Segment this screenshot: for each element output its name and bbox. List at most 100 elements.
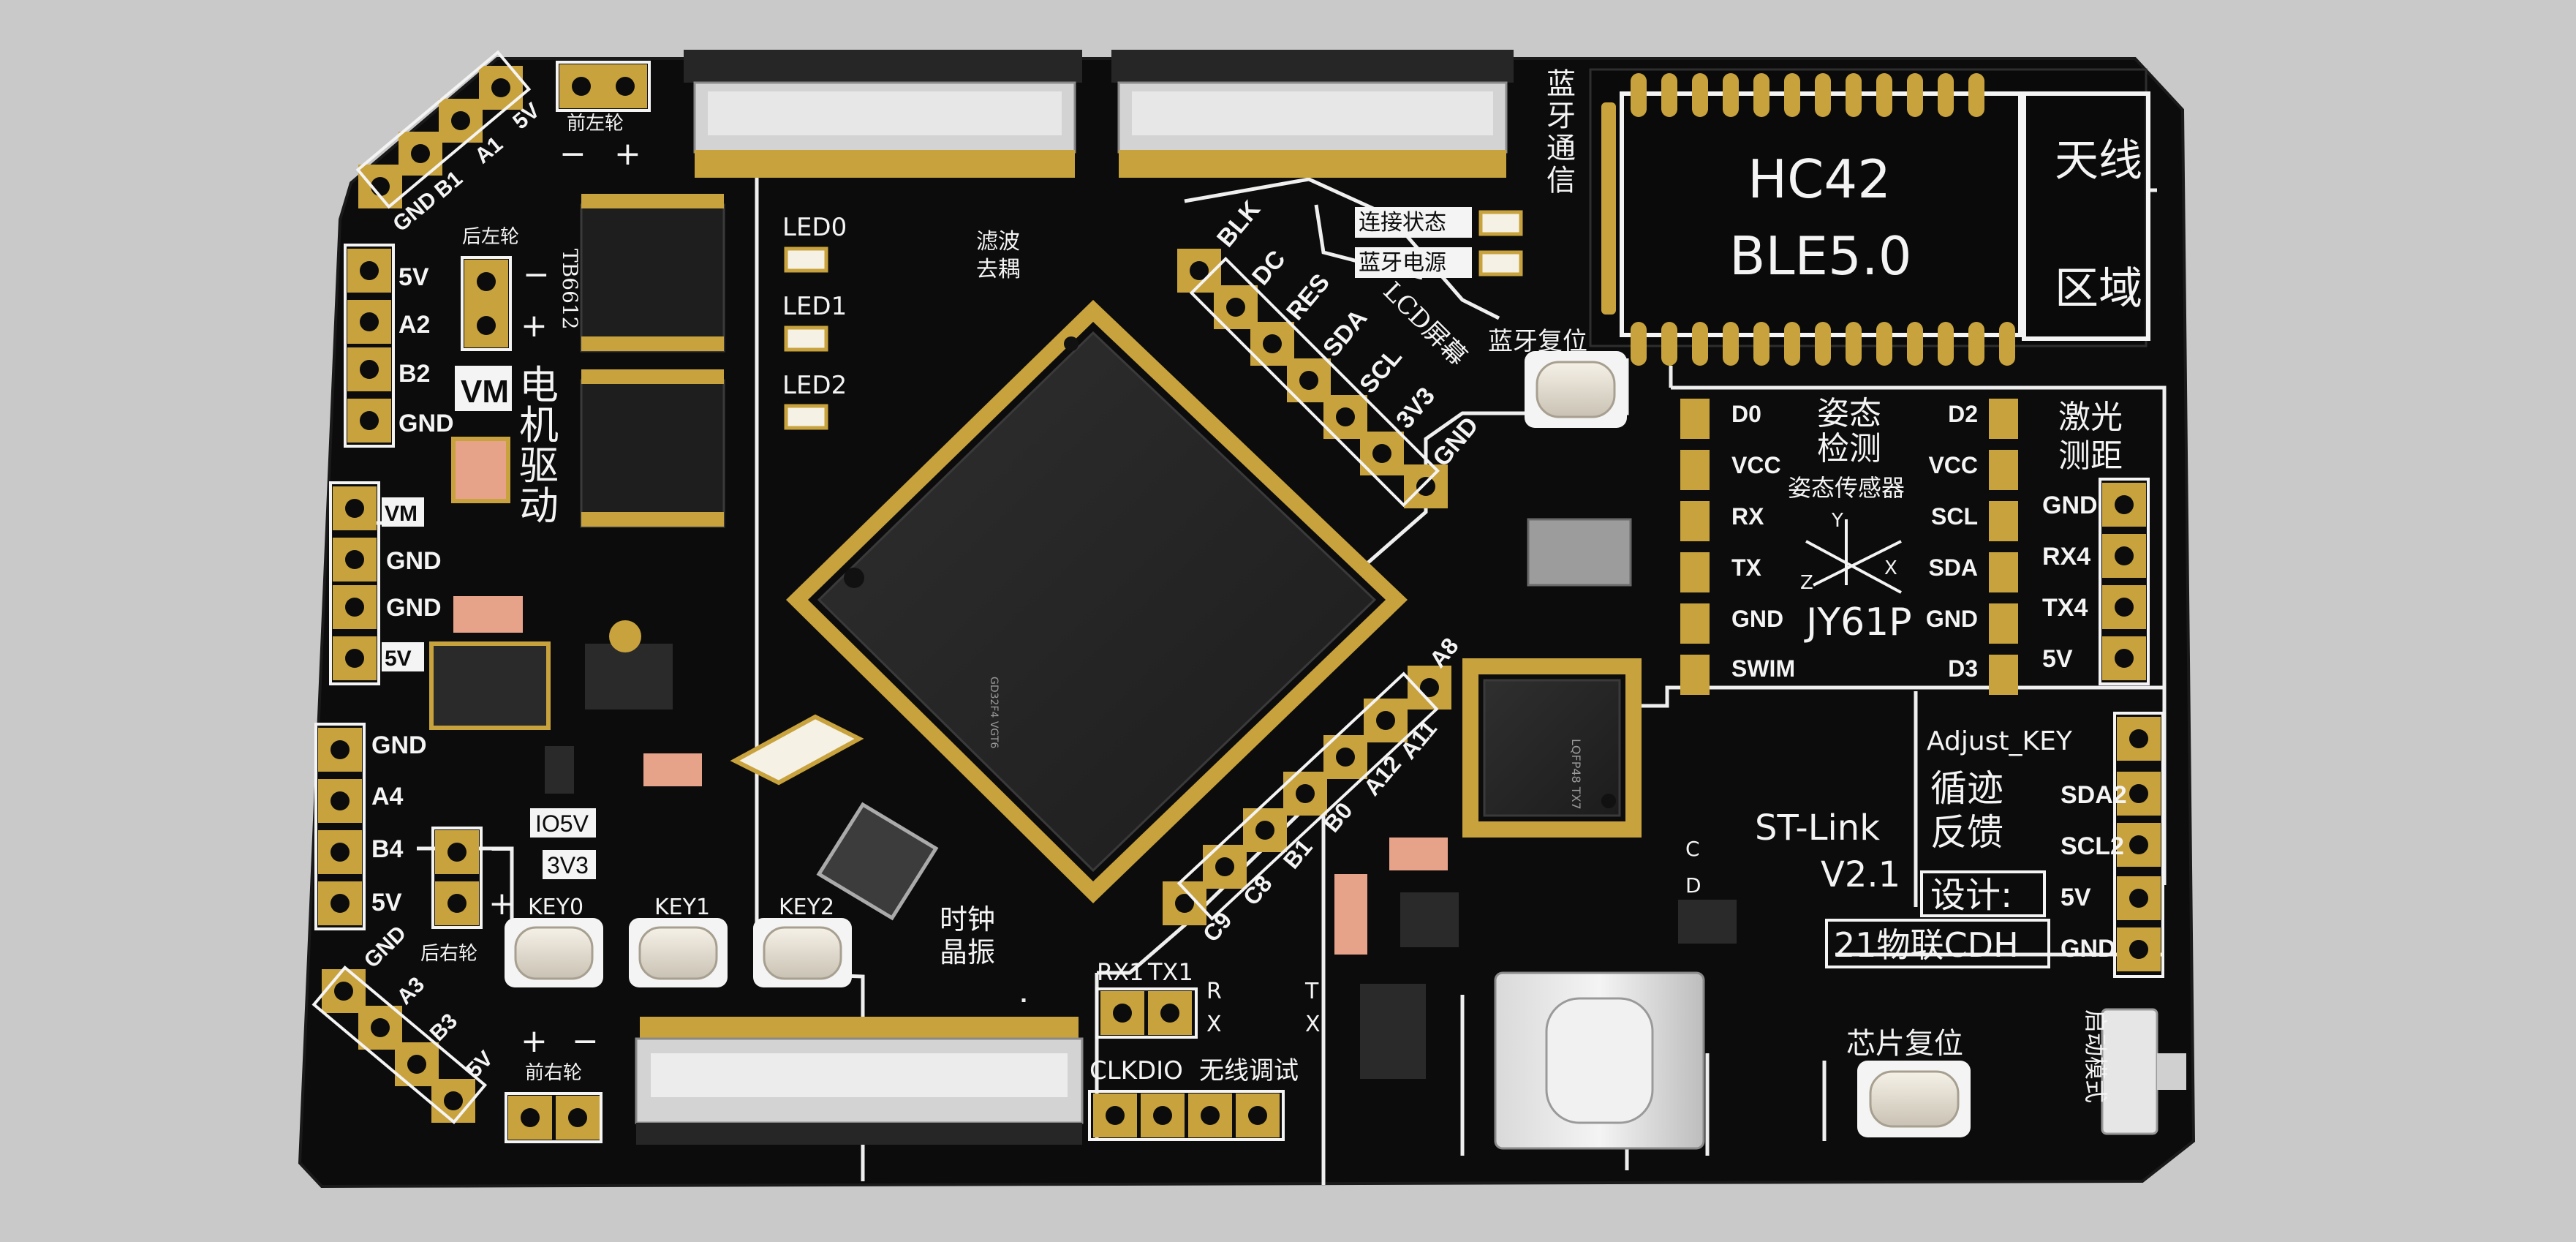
header-lcd-frame	[1189, 257, 1440, 508]
designer-box	[1825, 919, 2050, 968]
stlink-ic-marking: LQFP48 TX7	[1569, 739, 1583, 810]
header-swd-pad	[1141, 1094, 1185, 1137]
pin-label-imu-left: RX	[1731, 503, 1764, 530]
pin-label-imu-left: SWIM	[1731, 655, 1795, 682]
header-track-pad	[2117, 772, 2161, 816]
header-rear-left-pad	[464, 304, 508, 347]
header-power-pad	[333, 585, 377, 629]
key0-button[interactable]	[505, 918, 603, 987]
pin-label-imu-right: VCC	[1928, 452, 1978, 478]
pin-label-left-low: A4	[371, 783, 404, 810]
pin-label-imu-left: TX	[1731, 554, 1762, 581]
tx1-label: TX1	[1147, 958, 1193, 986]
motor-driver-4: 动	[519, 483, 559, 529]
attitude-2: 检测	[1817, 430, 1881, 467]
boot-mode-switch[interactable]	[2101, 1008, 2186, 1135]
designer-label: 21物联CDH	[1834, 925, 2019, 965]
header-left-mid-pad	[347, 300, 391, 344]
header-power-frame	[329, 481, 380, 685]
front-left-wheel-label: 前左轮	[567, 113, 624, 135]
header-uart-pad	[1100, 991, 1144, 1035]
pin-label-imu-right: SCL	[1931, 503, 1978, 530]
antenna-2: 区域	[2055, 263, 2142, 315]
filter-label-2: 去耦	[976, 257, 1020, 282]
header-rear-left-pad	[464, 260, 508, 304]
key2-label: KEY2	[779, 895, 834, 920]
header-laser-pad	[2102, 636, 2146, 680]
pin-label-power: GND	[386, 594, 442, 622]
axis-x-label: X	[1884, 557, 1897, 579]
rl-plus: +	[521, 307, 548, 345]
header-mcu-pad	[1243, 808, 1287, 852]
header-front-left-frame	[556, 61, 651, 112]
header-track-pad	[2117, 927, 2161, 971]
hc42-label: HC42	[1748, 148, 1891, 210]
hc42-bluetooth-module	[1589, 68, 2150, 366]
pin-headers	[311, 50, 2164, 1143]
line-follow-1: 循迹	[1930, 767, 2003, 810]
bluetooth-reset-button[interactable]	[1525, 351, 1627, 428]
io5v-badge	[530, 808, 596, 838]
tb6612-label: TB6612	[558, 249, 582, 330]
header-left-low-pad	[318, 830, 362, 874]
header-left-mid-pad	[347, 347, 391, 391]
key2-button[interactable]	[753, 918, 852, 987]
pin-label-laser: 5V	[2042, 645, 2073, 673]
connect-status-badge	[1355, 207, 1472, 238]
chip-reset-button[interactable]	[1857, 1061, 1971, 1137]
front-right-wheel-label: 前右轮	[525, 1062, 582, 1084]
fpc-connector-top-right	[1111, 50, 1514, 178]
chip-reset-label: 芯片复位	[1846, 1027, 1963, 1061]
attitude-1: 姿态	[1817, 395, 1881, 432]
pin-label-left-mid: GND	[399, 410, 454, 437]
laser-1: 激光	[2058, 399, 2123, 436]
header-top-left-frame	[355, 50, 532, 209]
pin-label-left-low: GND	[371, 731, 427, 759]
pin-label-left-mid: B2	[399, 360, 430, 388]
wireless-debug-label: 无线调试	[1199, 1056, 1299, 1085]
line-follow-2: 反馈	[1930, 811, 2003, 854]
io5v-label: IO5V	[535, 810, 589, 837]
mcu-marking: GD32F4 VGT6	[988, 677, 1000, 748]
tb6612-chips	[580, 194, 725, 528]
header-front-right-frame	[505, 1092, 603, 1143]
header-front-left-pad	[603, 64, 647, 108]
header-track-pad	[2117, 823, 2161, 867]
main-mcu	[786, 300, 1408, 903]
fr-minus: −	[572, 1023, 599, 1060]
laser-2: 测距	[2058, 437, 2123, 475]
pin-label-left-mid: A2	[399, 311, 430, 339]
led1-label: LED1	[782, 292, 847, 321]
header-track-pad	[2117, 717, 2161, 761]
vm-badge-text: VM	[461, 374, 509, 410]
key1-button[interactable]	[629, 918, 728, 987]
pin-label-left-mid: 5V	[399, 263, 429, 291]
pin-label-power-badge	[382, 642, 424, 671]
crystal-2: 晶振	[940, 936, 995, 968]
header-lcd-pad	[1404, 464, 1448, 508]
header-power-pad	[333, 636, 377, 680]
jy61p-label: JY61P	[1804, 601, 1912, 644]
bt-power-label: 蓝牙电源	[1359, 250, 1446, 276]
pin-label-track: GND	[2061, 935, 2116, 963]
attitude-sensor: 姿态传感器	[1788, 474, 1905, 502]
fpc-connector-bottom	[635, 1017, 1084, 1145]
header-uart-frame	[1095, 987, 1198, 1039]
connect-status-label: 连接状态	[1359, 210, 1446, 236]
pin-label-track: SCL2	[2061, 832, 2124, 860]
header-left-low-pad	[318, 728, 362, 772]
bt-comm-4: 信	[1546, 164, 1576, 197]
boot-mode-label: 启动模式	[2082, 1009, 2109, 1103]
pin-label-left-low: B4	[371, 835, 404, 863]
bt-comm-1: 蓝	[1546, 67, 1576, 101]
bt-power-badge	[1355, 247, 1472, 278]
header-left-mid-pad	[347, 249, 391, 293]
v3v3-badge	[543, 850, 596, 879]
design-label: 设计:	[1930, 875, 2012, 916]
header-top-left-pad	[439, 99, 483, 143]
header-uart-pad	[1148, 991, 1192, 1035]
header-power-pad	[333, 486, 377, 530]
rx-r: R	[1206, 979, 1222, 1004]
led-indicators	[784, 210, 1523, 430]
